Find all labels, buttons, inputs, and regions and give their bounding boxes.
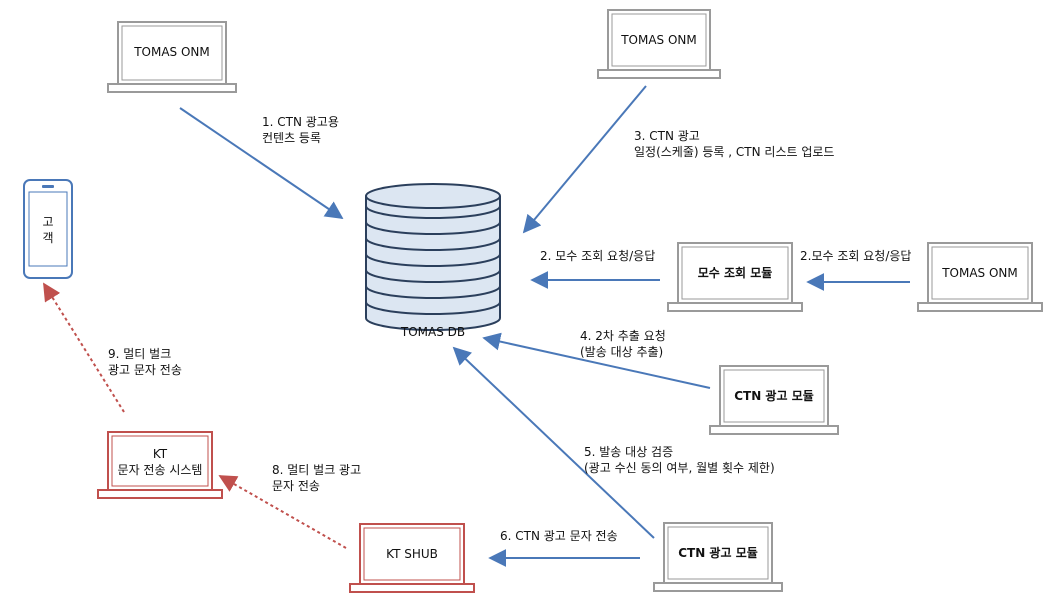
laptop-onm-top-right [597,9,721,79]
node-ctn-module-bottom: CTN 광고 모듈 [678,546,758,560]
laptop-ctn-module-bottom [653,522,783,592]
node-customer: 고 객 [42,215,54,245]
edge-label-2-left: 2. 모수 조회 요청/응답 [540,249,656,263]
arrow-1 [179,107,344,220]
edge-label-2-right: 2.모수 조회 요청/응답 [800,249,912,263]
laptop-count-module [667,242,803,312]
laptop-onm-top-left [107,21,237,93]
arrow-3 [522,85,647,234]
node-kt-shub: KT SHUB [386,547,438,561]
laptop-kt-sms [97,431,223,499]
node-onm-right: TOMAS ONM [942,266,1018,280]
arrow-5 [452,346,655,539]
node-ctn-module-mid: CTN 광고 모듈 [734,389,814,403]
node-onm-top-right: TOMAS ONM [621,33,697,47]
node-db: TOMAS DB [400,325,466,339]
node-count-module: 모수 조회 모듈 [697,266,773,280]
phone-customer [23,179,73,279]
node-onm-top-left: TOMAS ONM [134,45,210,59]
edge-label-9: 9. 멀티 벌크 광고 문자 전송 [108,347,182,377]
arrow-9 [43,282,125,413]
laptop-kt-shub [349,523,475,593]
edge-label-8: 8. 멀티 벌크 광고 문자 전송 [272,463,362,493]
node-kt-sms: KT 문자 전송 시스템 [117,447,203,477]
edge-label-5: 5. 발송 대상 검증 (광고 수신 동의 여부, 월별 횟수 제한) [584,445,775,475]
laptop-onm-right [917,242,1043,312]
database-cylinder [365,183,501,331]
arrow-8 [218,475,347,549]
edge-label-3: 3. CTN 광고 일정(스케줄) 등록 , CTN 리스트 업로드 [634,129,835,159]
edge-label-1: 1. CTN 광고용 컨텐츠 등록 [262,115,339,145]
edge-label-4: 4. 2차 추출 요청 (발송 대상 추출) [580,329,666,359]
arrow-4 [482,332,711,389]
edge-label-6: 6. CTN 광고 문자 전송 [500,529,618,543]
laptop-ctn-module-mid [709,365,839,435]
